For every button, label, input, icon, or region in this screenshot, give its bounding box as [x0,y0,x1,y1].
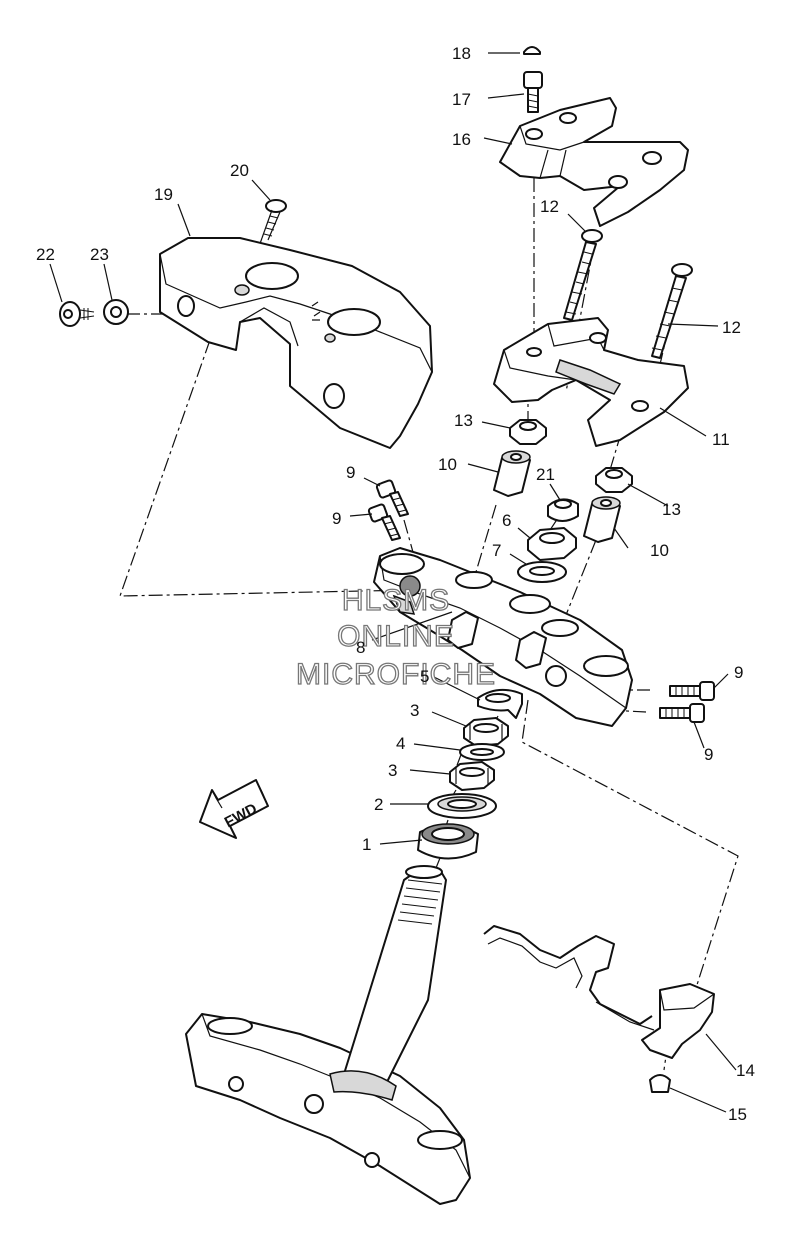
part-1-bearing [417,823,479,860]
part-8-upper-bracket [373,547,633,727]
part-15-nut [649,1074,671,1093]
part-14-hose-holder [483,925,715,1059]
part-2-dust-seal [427,793,497,819]
part-10-bushing-right [583,496,621,543]
part-20-screw [261,199,287,241]
callout-23: 23 [90,245,109,264]
callout-9-right-2: 9 [704,745,713,764]
watermark-line-1: HLSMS [342,584,450,617]
callout-11: 11 [712,430,730,449]
part-9-bolt-top-2 [367,503,401,541]
callout-9-top-1: 9 [346,463,355,482]
callout-19: 19 [154,185,173,204]
part-5-lock-washer [477,688,523,719]
callout-12-left: 12 [540,197,559,216]
callout-1: 1 [362,835,371,854]
part-23-washer [103,299,129,325]
callout-3-upper: 3 [410,701,419,720]
part-9-bolt-right-2 [659,703,705,723]
part-16-upper-holder [499,97,689,227]
part-9-bolt-top-1 [375,479,409,517]
part-3-ring-nut-upper [463,717,509,748]
callout-16: 16 [452,130,471,149]
leader-lines [49,52,737,1113]
callout-10-right: 10 [650,541,669,560]
part-11-lower-holder [493,317,689,447]
part-19-handlebar-cover [159,237,433,449]
callout-9-right-1: 9 [734,663,743,682]
part-12-bolt-left [563,229,603,321]
callout-3-lower: 3 [388,761,397,780]
callout-6: 6 [502,511,511,530]
callout-5: 5 [420,667,429,686]
part-4-washer [459,743,505,761]
part-17-bolt [523,71,543,113]
part-21-spacer [547,498,579,522]
part-7-washer [517,561,567,583]
under-bracket-steering-stem [185,865,471,1205]
fwd-arrow-icon: FWD [199,779,269,839]
callout-12-right: 12 [722,318,741,337]
callout-14: 14 [736,1061,755,1080]
callout-18: 18 [452,44,471,63]
callout-13-left: 13 [454,411,473,430]
part-6-steering-nut [527,527,577,561]
callout-13-right: 13 [662,500,681,519]
part-22-bolt [59,301,95,327]
part-9-bolt-right-1 [669,681,715,701]
watermark-line-3: MICROFICHE [296,658,496,691]
part-13-nut-right [595,467,633,493]
callout-17: 17 [452,90,471,109]
callout-2: 2 [374,795,383,814]
watermark: HLSMS ONLINE MICROFICHE [295,583,496,691]
callout-labels: 18 17 16 20 19 12 22 23 12 13 11 10 21 9… [36,44,755,1124]
callout-22: 22 [36,245,55,264]
callout-9-top-2: 9 [332,509,341,528]
part-13-nut-left [509,419,547,445]
callout-7: 7 [492,541,501,560]
callout-20: 20 [230,161,249,180]
callout-15: 15 [728,1105,747,1124]
watermark-line-2: ONLINE [337,620,455,653]
part-12-bolt-right [651,263,693,359]
part-3-ring-nut-lower [449,761,495,791]
part-10-bushing-left [493,450,531,497]
callout-8: 8 [356,638,365,657]
callout-4: 4 [396,734,405,753]
part-18-cap [523,46,541,55]
callout-10-left: 10 [438,455,457,474]
callout-21: 21 [536,465,555,484]
